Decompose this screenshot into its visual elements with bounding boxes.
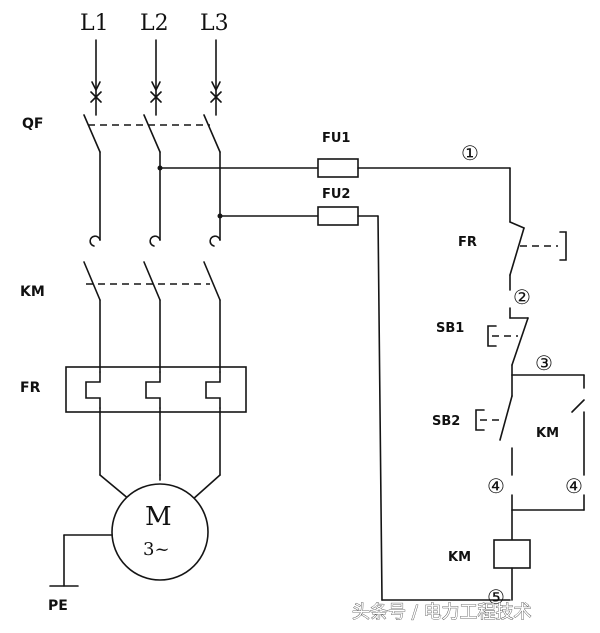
node-4-left: ④: [487, 474, 505, 498]
node-3: ③: [535, 351, 553, 375]
sb1-label: SB1: [436, 321, 464, 336]
fr-thermal-relay: [65, 366, 247, 501]
fr-main-label: FR: [20, 380, 41, 396]
sb1-stop-button: [487, 307, 529, 376]
motor-spec: 3~: [143, 539, 170, 560]
qf-breaker: [83, 114, 221, 241]
km-main-label: KM: [20, 284, 45, 300]
fu2-label: FU2: [322, 187, 350, 202]
watermark: 头条号 / 电力工程技术: [352, 602, 532, 623]
motor-symbol: [111, 483, 209, 581]
node-4-right: ④: [565, 474, 583, 498]
fuse-fu1: [317, 158, 359, 178]
sb2-label: SB2: [432, 414, 460, 429]
fu1-label: FU1: [322, 131, 350, 146]
fr-ctrl-label: FR: [458, 235, 477, 250]
motor-letter: M: [145, 502, 172, 532]
node-5: ⑤: [487, 585, 505, 609]
control-taps: [157, 165, 319, 219]
km-main-contacts: [83, 235, 221, 373]
km-coil-label: KM: [448, 550, 471, 565]
km-coil: [493, 539, 531, 569]
km-aux-label: KM: [536, 426, 559, 441]
fuse-fu2: [317, 206, 359, 226]
node-1: ①: [461, 141, 479, 165]
node-2: ②: [513, 285, 531, 309]
phase-label-l2: L2: [140, 11, 169, 36]
pe-label: PE: [48, 598, 68, 614]
km-aux-contact: [571, 399, 585, 476]
branch-node-3: [511, 374, 585, 397]
pe-ground: [49, 534, 113, 587]
fr-aux-contact: [509, 221, 567, 291]
sb2-start-button: [475, 395, 513, 476]
phase-label-l3: L3: [200, 11, 229, 36]
incoming-lines: [90, 39, 222, 116]
branch-node-4: [511, 494, 585, 541]
control-wires: [357, 167, 511, 601]
qf-label: QF: [22, 116, 43, 132]
phase-label-l1: L1: [80, 11, 109, 36]
